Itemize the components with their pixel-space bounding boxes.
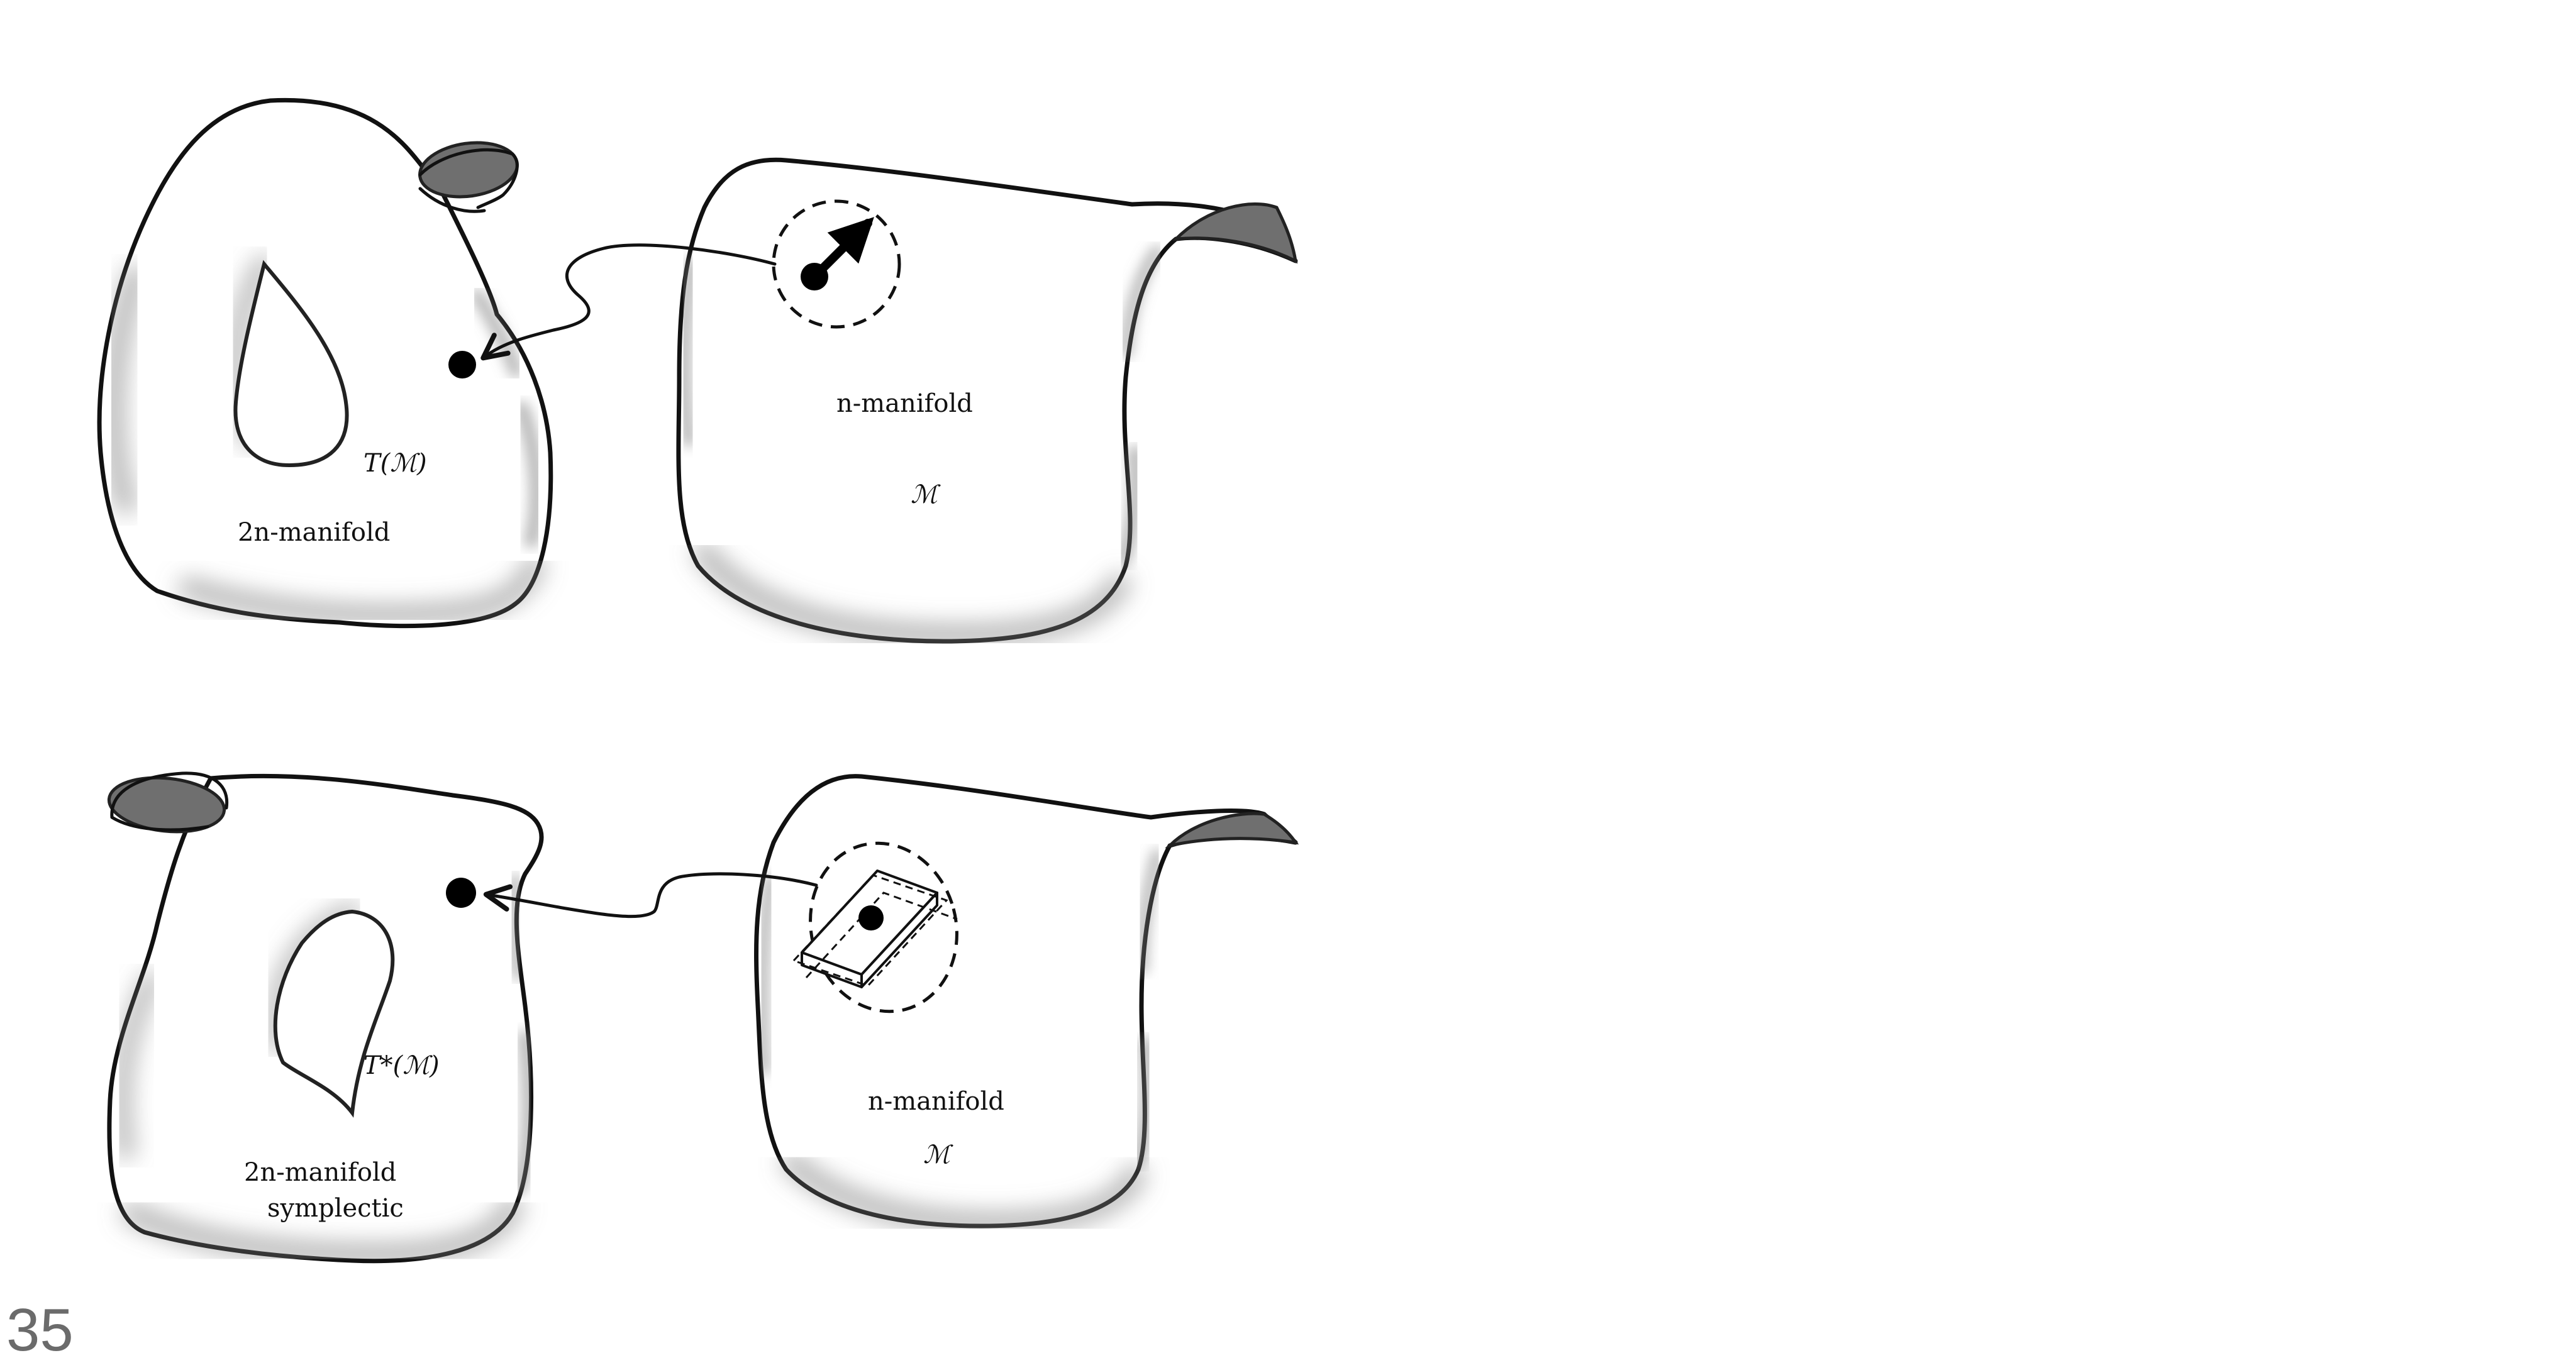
- base-dimension-top: n-manifold: [836, 389, 973, 418]
- base-dimension-bottom: n-manifold: [868, 1087, 1004, 1116]
- base-point-dot-icon-bottom: [858, 905, 884, 930]
- tangent-bundle-manifold: T(ℳ) 2n-manifold: [99, 100, 551, 626]
- point-dot-icon: [448, 351, 476, 378]
- cotangent-bundle-manifold: T*(ℳ) 2n-manifold symplectic: [106, 773, 541, 1261]
- bottom-panel: T*(ℳ) 2n-manifold symplectic: [106, 773, 1296, 1261]
- tangent-bundle-label: T(ℳ): [364, 449, 427, 478]
- base-label-bottom: ℳ: [923, 1140, 953, 1169]
- cotangent-bundle-dimension: 2n-manifold: [244, 1158, 396, 1187]
- base-point-dot-icon: [801, 263, 828, 290]
- page-number: 35: [6, 1296, 74, 1358]
- cotangent-bundle-note: symplectic: [267, 1194, 404, 1223]
- base-manifold-bottom: n-manifold ℳ: [757, 776, 1296, 1226]
- tangent-bundle-dimension: 2n-manifold: [238, 518, 390, 547]
- top-panel: T(ℳ) 2n-manifold n-manifold ℳ: [99, 100, 1296, 641]
- base-manifold-top: n-manifold ℳ: [679, 160, 1296, 641]
- point-dot-icon-bottom: [446, 878, 476, 908]
- cotangent-bundle-label: T*(ℳ): [364, 1051, 440, 1080]
- base-label-top: ℳ: [911, 480, 941, 509]
